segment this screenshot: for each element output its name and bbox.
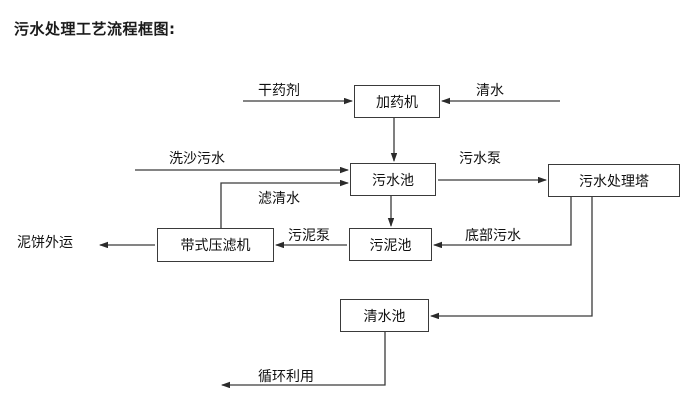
node-treatment-tower[interactable]: 污水处理塔: [548, 164, 680, 197]
label-sewage-pump: 污水泵: [459, 151, 501, 167]
node-dosing-machine[interactable]: 加药机: [354, 85, 440, 118]
label-bottom-sewage: 底部污水: [465, 228, 521, 244]
edge-tower-to-clear-water-pool: [430, 197, 593, 320]
node-sewage-pool[interactable]: 污水池: [350, 163, 436, 196]
page-title: 污水处理工艺流程框图:: [14, 20, 176, 38]
label-sludge-pump: 污泥泵: [288, 228, 330, 244]
node-sludge-pool[interactable]: 污泥池: [349, 228, 432, 261]
label-filtered-water: 滤清水: [258, 191, 300, 207]
node-belt-filter-press[interactable]: 带式压滤机: [157, 228, 274, 262]
label-clean-water: 清水: [476, 83, 504, 99]
node-clear-water-pool[interactable]: 清水池: [340, 299, 429, 332]
label-sand-wash-sewage: 洗沙污水: [169, 151, 225, 167]
label-recycle-use: 循环利用: [258, 369, 314, 385]
label-dry-agent: 干药剂: [258, 83, 300, 99]
label-mud-cake-transport: 泥饼外运: [17, 235, 73, 251]
